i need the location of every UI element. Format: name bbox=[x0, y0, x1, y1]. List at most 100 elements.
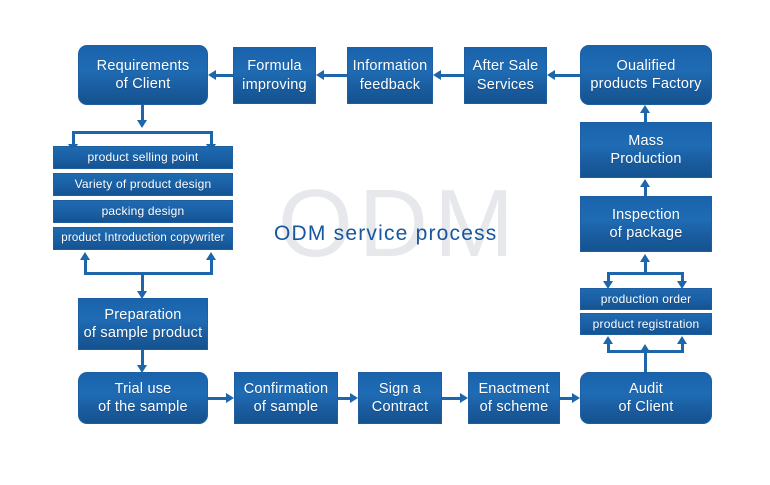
arrowhead-audit-to-merge-right bbox=[640, 344, 650, 352]
node-inspection-line2: of package bbox=[609, 225, 683, 241]
node-packing-design[interactable]: packing design bbox=[53, 200, 233, 223]
merge-bar-left bbox=[84, 272, 213, 275]
node-product-registration[interactable]: product registration bbox=[580, 313, 712, 335]
fork-bar-right-top bbox=[607, 272, 684, 275]
node-product-registration-label: product registration bbox=[592, 316, 700, 331]
connector-mass-to-factory bbox=[644, 112, 647, 123]
arrowhead-group-to-inspection bbox=[640, 254, 650, 262]
node-variety-of-product-design-label: Variety of product design bbox=[74, 177, 212, 191]
node-information-feedback-line1: Information bbox=[352, 58, 428, 75]
connector-enactment-to-audit bbox=[560, 397, 572, 400]
arrowhead-factory-to-aftersale bbox=[547, 70, 555, 80]
connector-trial-to-confirmation bbox=[208, 397, 226, 400]
arrowhead-merge-right-a bbox=[603, 336, 613, 344]
node-formula-improving-line1: Formula bbox=[247, 58, 302, 75]
arrowhead-merge-left-a bbox=[80, 252, 90, 260]
node-requirements-of-client-line2: of Client bbox=[115, 76, 171, 92]
merge-right-leg-a bbox=[607, 343, 610, 353]
node-production-order[interactable]: production order bbox=[580, 288, 712, 310]
arrowhead-fork-right-a bbox=[603, 281, 613, 289]
node-inspection-of-package[interactable]: Inspection of package bbox=[580, 196, 712, 252]
node-trial-use-line1: Trial use bbox=[114, 380, 172, 397]
arrowhead-sign-to-enactment bbox=[460, 393, 468, 403]
connector-factory-to-aftersale bbox=[555, 74, 580, 77]
node-enactment-line2: of scheme bbox=[479, 399, 549, 415]
arrowhead-aftersale-to-infofeedback bbox=[433, 70, 441, 80]
arrowhead-preparation-to-trial bbox=[137, 365, 147, 373]
connector-sign-to-enactment bbox=[442, 397, 460, 400]
arrowhead-mass-to-factory bbox=[640, 105, 650, 113]
arrowhead-enactment-to-audit bbox=[572, 393, 580, 403]
connector-confirmation-to-sign bbox=[338, 397, 350, 400]
node-product-selling-point-label: product selling point bbox=[87, 150, 199, 164]
merge-left-leg-b bbox=[210, 259, 213, 275]
connector-merge-to-preparation bbox=[141, 272, 144, 292]
connector-aftersale-to-infofeedback bbox=[441, 74, 464, 77]
connector-formula-to-requirements bbox=[216, 74, 233, 77]
node-preparation-line2: of sample product bbox=[83, 325, 203, 341]
node-product-selling-point[interactable]: product selling point bbox=[53, 146, 233, 169]
node-sign-a-contract[interactable]: Sign a Contract bbox=[358, 372, 442, 424]
connector-preparation-to-trial bbox=[141, 350, 144, 366]
merge-left-leg-a bbox=[84, 259, 87, 275]
merge-right-leg-b bbox=[681, 343, 684, 353]
node-mass-production[interactable]: Mass Production bbox=[580, 122, 712, 178]
node-audit-line1: Audit bbox=[628, 380, 664, 397]
arrowhead-requirements-down bbox=[137, 120, 147, 128]
connector-requirements-down bbox=[141, 105, 144, 121]
node-packing-design-label: packing design bbox=[101, 204, 185, 218]
arrowhead-infofeedback-to-formula bbox=[316, 70, 324, 80]
node-requirements-of-client-line1: Requirements bbox=[96, 57, 190, 74]
node-confirmation-of-sample[interactable]: Confirmation of sample bbox=[234, 372, 338, 424]
connector-inspection-to-mass bbox=[644, 186, 647, 197]
node-trial-use-of-the-sample[interactable]: Trial use of the sample bbox=[78, 372, 208, 424]
node-enactment-of-scheme[interactable]: Enactment of scheme bbox=[468, 372, 560, 424]
node-after-sale-services[interactable]: After Sale Services bbox=[464, 47, 547, 104]
watermark-odm: ODM bbox=[278, 170, 520, 277]
node-formula-improving[interactable]: Formula improving bbox=[233, 47, 316, 104]
fork-left-leg-b bbox=[210, 131, 213, 145]
arrowhead-fork-right-b bbox=[677, 281, 687, 289]
node-after-sale-services-line2: Services bbox=[476, 76, 535, 93]
node-product-introduction-copywriter-label: product Introduction copywriter bbox=[61, 232, 225, 245]
node-preparation-of-sample-product[interactable]: Preparation of sample product bbox=[78, 298, 208, 350]
fork-bar-left-top bbox=[72, 131, 213, 134]
node-mass-production-line2: Production bbox=[610, 151, 682, 167]
node-information-feedback[interactable]: Information feedback bbox=[347, 47, 433, 104]
arrowhead-formula-to-requirements bbox=[208, 70, 216, 80]
connector-audit-to-merge-right bbox=[644, 350, 647, 372]
node-variety-of-product-design[interactable]: Variety of product design bbox=[53, 173, 233, 196]
arrowhead-confirmation-to-sign bbox=[350, 393, 358, 403]
node-mass-production-line1: Mass bbox=[628, 132, 664, 149]
arrowhead-inspection-to-mass bbox=[640, 179, 650, 187]
node-qualified-products-factory-line1: Oualified bbox=[616, 57, 676, 74]
arrowhead-merge-right-b bbox=[677, 336, 687, 344]
node-requirements-of-client[interactable]: Requirements of Client bbox=[78, 45, 208, 105]
connector-infofeedback-to-formula bbox=[324, 74, 347, 77]
node-enactment-line1: Enactment bbox=[478, 380, 550, 397]
node-confirmation-line2: of sample bbox=[253, 399, 319, 415]
node-product-introduction-copywriter[interactable]: product Introduction copywriter bbox=[53, 227, 233, 250]
node-qualified-products-factory-line2: products Factory bbox=[590, 76, 702, 92]
arrowhead-trial-to-confirmation bbox=[226, 393, 234, 403]
node-information-feedback-line2: feedback bbox=[359, 76, 421, 93]
connector-group-to-inspection bbox=[644, 261, 647, 275]
fork-right-leg-a bbox=[607, 272, 610, 282]
fork-right-leg-b bbox=[681, 272, 684, 282]
node-audit-of-client[interactable]: Audit of Client bbox=[580, 372, 712, 424]
node-production-order-label: production order bbox=[600, 291, 692, 306]
node-confirmation-line1: Confirmation bbox=[243, 380, 329, 397]
node-sign-contract-line2: Contract bbox=[371, 399, 429, 415]
fork-left-leg-a bbox=[72, 131, 75, 145]
node-sign-contract-line1: Sign a bbox=[378, 380, 422, 397]
node-qualified-products-factory[interactable]: Oualified products Factory bbox=[580, 45, 712, 105]
node-formula-improving-line2: improving bbox=[242, 76, 307, 93]
node-after-sale-services-line1: After Sale bbox=[472, 58, 539, 75]
node-inspection-line1: Inspection bbox=[611, 206, 681, 223]
node-trial-use-line2: of the sample bbox=[98, 399, 188, 415]
node-preparation-line1: Preparation bbox=[104, 306, 182, 323]
arrowhead-merge-to-preparation bbox=[137, 291, 147, 299]
diagram-title: ODM service process bbox=[274, 222, 498, 245]
arrowhead-merge-left-b bbox=[206, 252, 216, 260]
